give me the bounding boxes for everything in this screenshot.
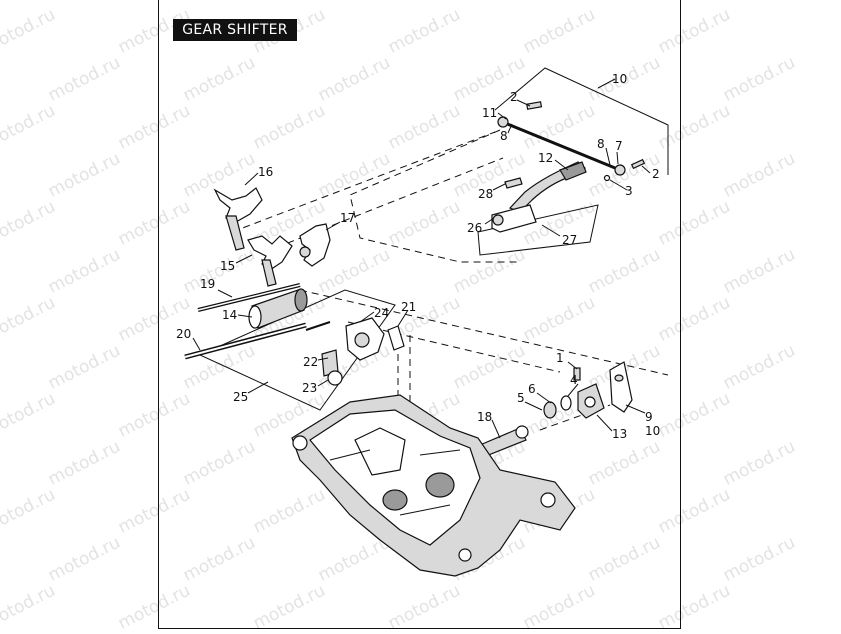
callout-21: 21 <box>401 300 416 314</box>
callout-12: 12 <box>538 151 553 165</box>
callout-10: 10 <box>612 72 627 86</box>
callout-16: 16 <box>258 165 273 179</box>
shift-shaft <box>497 101 646 182</box>
callout-28: 28 <box>478 187 493 201</box>
shifter-forks <box>213 187 331 287</box>
crankcase <box>291 394 576 577</box>
shift-lever-parts <box>479 361 633 457</box>
callout-17: 17 <box>340 211 355 225</box>
callout-3: 3 <box>625 184 633 198</box>
diagram-title: GEAR SHIFTER <box>173 19 297 41</box>
diagram-frame <box>158 0 681 629</box>
callout-18: 18 <box>477 410 492 424</box>
fork-shafts <box>184 283 307 360</box>
bracket-27 <box>477 204 599 256</box>
callout-27: 27 <box>562 233 577 247</box>
callout-1: 1 <box>556 351 564 365</box>
callout-15: 15 <box>220 259 235 273</box>
callout-25: 25 <box>233 390 248 404</box>
callout-26: 26 <box>467 221 482 235</box>
callout-19: 19 <box>200 277 215 291</box>
callout-14: 14 <box>222 308 237 322</box>
callout-numbers: 2 11 8 10 8 7 2 12 3 28 16 17 26 27 15 1… <box>176 72 660 441</box>
leader-lines <box>192 78 651 439</box>
drum-hardware <box>305 317 405 386</box>
callout-22: 22 <box>303 355 318 369</box>
shifter-pawl <box>491 161 587 233</box>
callout-23: 23 <box>302 381 317 395</box>
callout-24: 24 <box>374 306 389 320</box>
callout-9: 9 <box>645 410 653 424</box>
shifter-drum <box>248 288 308 329</box>
callout-11: 11 <box>482 106 497 120</box>
callout-8: 8 <box>500 129 508 143</box>
callout-8: 8 <box>597 137 605 151</box>
callout-2: 2 <box>652 167 660 181</box>
callout-10: 10 <box>645 424 660 438</box>
callout-5: 5 <box>517 391 525 405</box>
callout-4: 4 <box>570 373 578 387</box>
callout-7: 7 <box>615 139 623 153</box>
callout-6: 6 <box>528 382 536 396</box>
bracket-10 <box>494 67 669 175</box>
callout-13: 13 <box>612 427 627 441</box>
callout-20: 20 <box>176 327 191 341</box>
callout-2: 2 <box>510 90 518 104</box>
